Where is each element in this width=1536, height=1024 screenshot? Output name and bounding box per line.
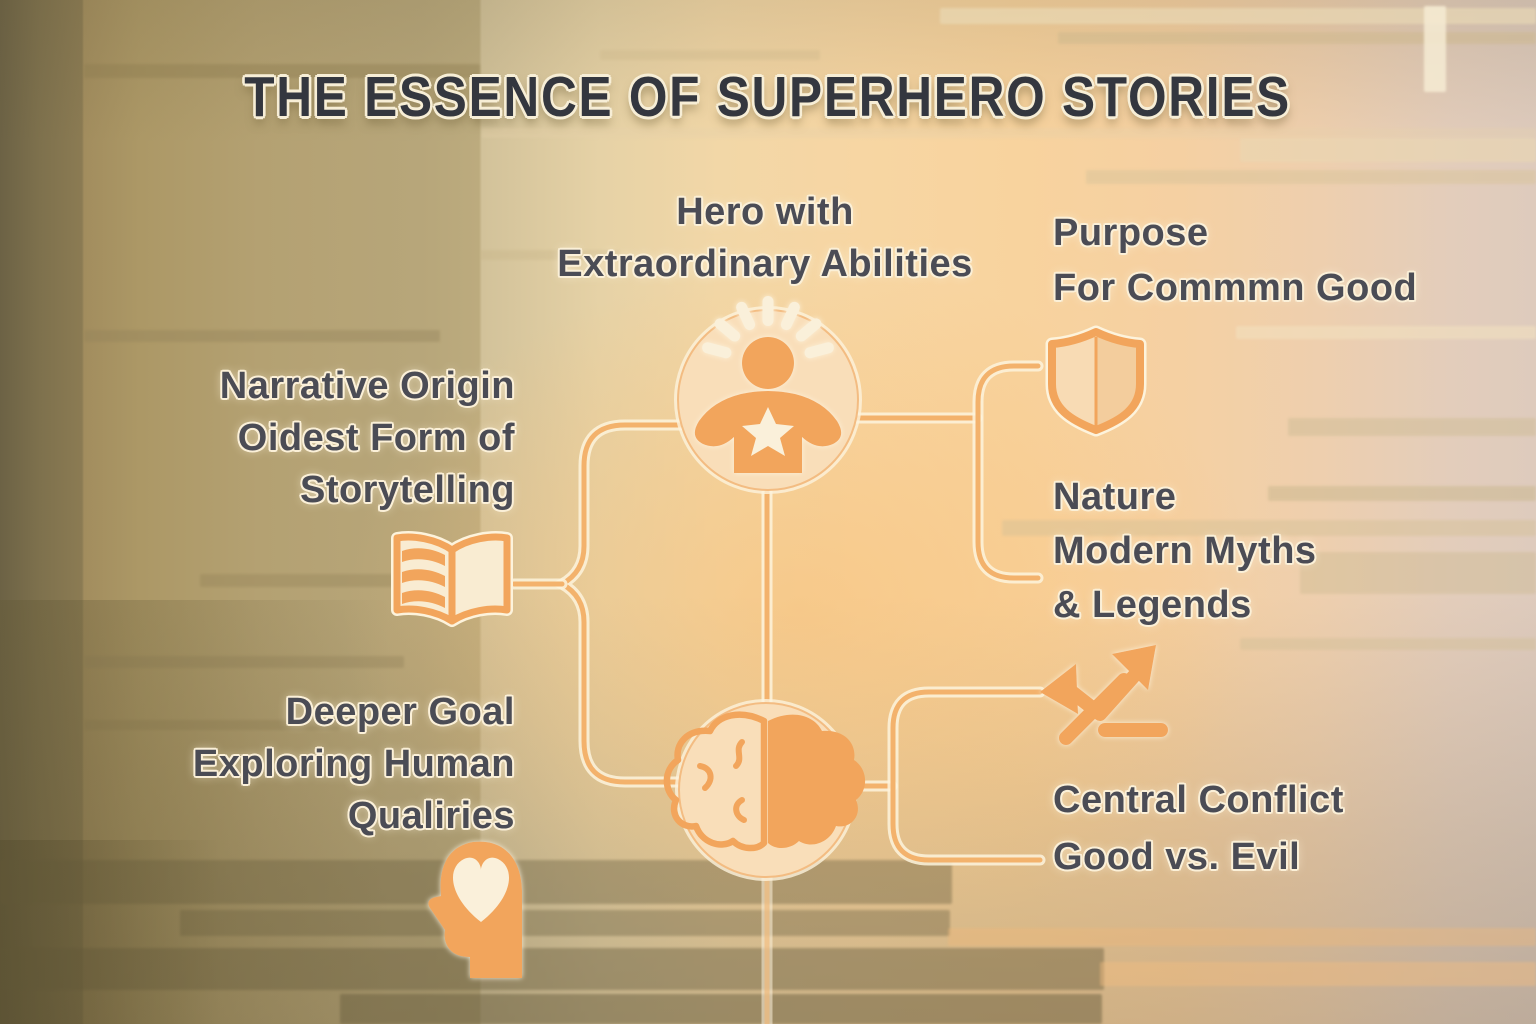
- narrative-heading: Narrative Origin: [219, 365, 515, 407]
- background-streak: [84, 656, 404, 668]
- deeper-goal-label: Deeper Goal Exploring Human Qualiries: [155, 686, 515, 842]
- background-shade: [0, 600, 390, 1024]
- deeper-line2: Qualiries: [347, 795, 515, 837]
- background-streak: [1058, 32, 1536, 44]
- background-streak: [940, 8, 1536, 24]
- nature-line1: Modern Myths: [1053, 530, 1317, 572]
- background-streak: [84, 330, 440, 342]
- shield-icon: [1045, 325, 1147, 437]
- background-streak: [1300, 552, 1536, 594]
- background-streak: [1424, 6, 1446, 92]
- hero-label-line1: Hero with: [676, 191, 854, 233]
- background-streak: [180, 910, 950, 936]
- narrative-line1: Oidest Form of: [237, 417, 515, 459]
- connector-right-bottom-fork: [846, 686, 1046, 866]
- nature-heading: Nature: [1053, 476, 1177, 518]
- central-conflict-label: Central Conflict Good vs. Evil: [1053, 772, 1344, 886]
- background-streak: [948, 928, 1536, 946]
- connector-right-top-fork: [850, 360, 1044, 584]
- background-streak: [480, 250, 620, 260]
- background-streak: [1240, 138, 1536, 162]
- nature-label: Nature Modern Myths & Legends: [1053, 470, 1317, 632]
- hero-label: Hero with Extraordinary Abilities: [440, 186, 1090, 290]
- deeper-heading: Deeper Goal: [285, 691, 515, 733]
- hero-label-line2: Extraordinary Abilities: [557, 243, 973, 285]
- purpose-label: Purpose For Commmn Good: [1053, 206, 1417, 316]
- sunburst-rays: [702, 296, 834, 359]
- background-streak: [1240, 638, 1536, 650]
- head-heart-icon: [428, 841, 522, 978]
- background-streak: [600, 50, 820, 60]
- background-streak: [1100, 962, 1536, 986]
- background-shade: [0, 840, 220, 1024]
- background-streak: [340, 994, 1102, 1024]
- background-streak: [1236, 326, 1536, 339]
- background-streak: [84, 64, 480, 78]
- purpose-heading: Purpose: [1053, 212, 1209, 254]
- page-title-text: THE ESSENCE OF SUPERHERO STORIES: [244, 65, 1292, 129]
- background-streak: [0, 948, 1104, 990]
- swap-arrows-icon: [1040, 645, 1168, 745]
- brain-icon: [663, 711, 866, 852]
- nature-line2: & Legends: [1053, 584, 1252, 626]
- background-streak: [1086, 170, 1536, 184]
- background-streak: [84, 720, 340, 730]
- background-streak: [482, 128, 1536, 138]
- hero-person-star-icon: [694, 296, 842, 473]
- background-streak: [1288, 418, 1536, 436]
- page-title: THE ESSENCE OF SUPERHERO STORIES: [0, 64, 1536, 130]
- open-book-icon: [391, 531, 513, 627]
- deeper-line1: Exploring Human: [192, 743, 515, 785]
- connector-left-brace: [508, 419, 687, 788]
- conflict-heading: Central Conflict: [1053, 779, 1344, 821]
- conflict-line1: Good vs. Evil: [1053, 836, 1301, 878]
- background-streak: [1002, 520, 1536, 536]
- narrative-line2: Storytelling: [299, 469, 515, 511]
- background-streak: [1268, 486, 1536, 501]
- narrative-origin-label: Narrative Origin Oidest Form of Storytel…: [150, 360, 515, 516]
- purpose-line1: For Commmn Good: [1053, 267, 1418, 309]
